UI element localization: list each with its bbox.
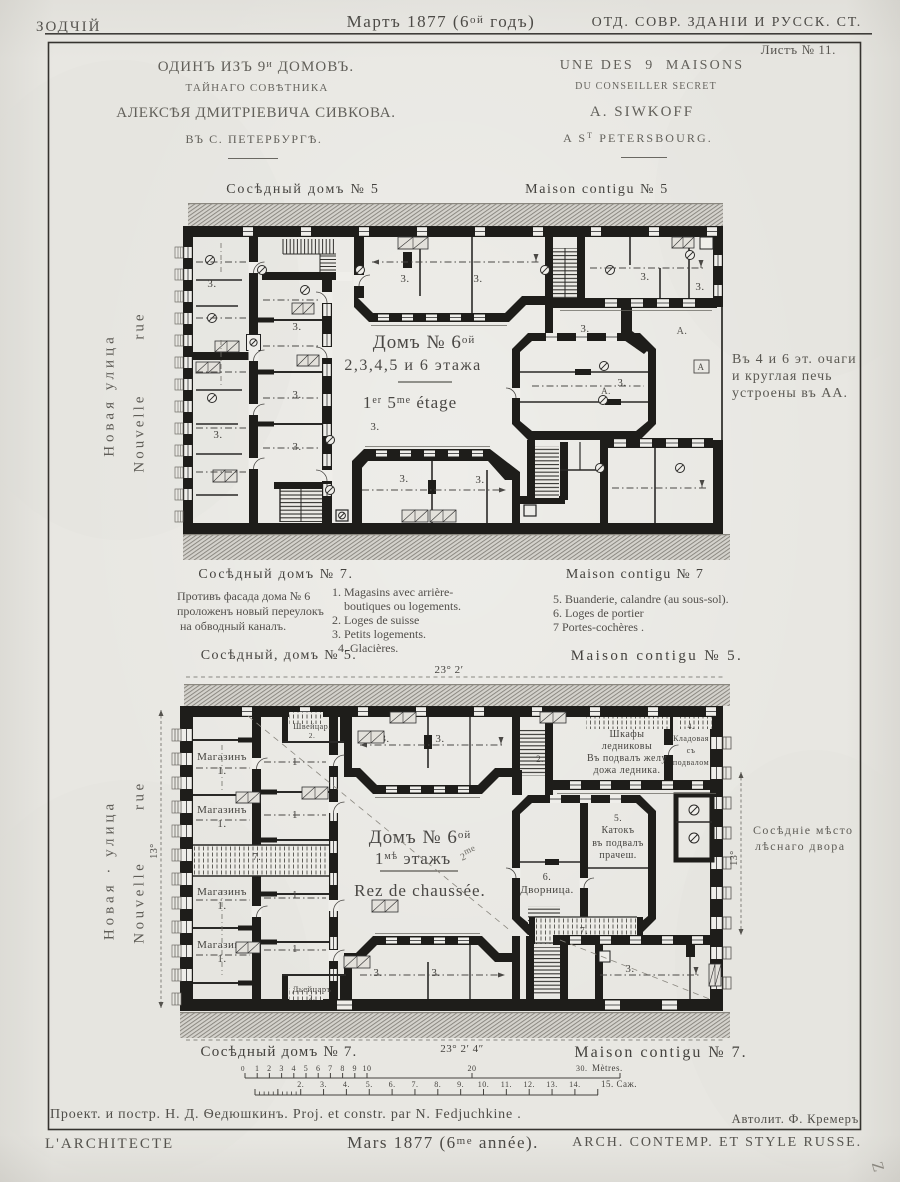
svg-text:Домъ № 6ой: Домъ № 6ой: [373, 332, 475, 353]
svg-text:7: 7: [328, 1064, 333, 1073]
svg-text:3.: 3.: [580, 323, 589, 335]
svg-text:7.: 7.: [580, 926, 589, 937]
svg-text:Магазинъ: Магазинъ: [197, 804, 247, 816]
svg-text:3.: 3.: [292, 321, 301, 333]
svg-text:1: 1: [292, 943, 298, 955]
svg-text:3.: 3.: [292, 389, 301, 401]
svg-text:8.: 8.: [434, 1080, 441, 1089]
svg-text:8: 8: [340, 1064, 345, 1073]
svg-text:1: 1: [292, 889, 298, 901]
svg-text:2.: 2.: [309, 993, 316, 1002]
svg-text:Rez de chaussée.: Rez de chaussée.: [354, 881, 486, 900]
svg-text:Швейцар.: Швейцар.: [293, 722, 330, 731]
svg-text:6.: 6.: [543, 872, 552, 883]
svg-text:подвалом: подвалом: [673, 758, 709, 767]
svg-text:Магазинъ: Магазинъ: [197, 939, 247, 951]
svg-text:3.: 3.: [207, 278, 216, 290]
svg-text:3.: 3.: [640, 271, 649, 283]
svg-text:2.: 2.: [536, 754, 544, 764]
svg-text:4.: 4.: [343, 1080, 350, 1089]
svg-text:4.: 4.: [688, 722, 695, 731]
svg-text:15. Саж.: 15. Саж.: [601, 1079, 637, 1089]
svg-text:5.: 5.: [366, 1080, 373, 1089]
svg-text:7.: 7.: [411, 1080, 418, 1089]
svg-text:3.: 3.: [695, 281, 704, 293]
svg-text:20: 20: [468, 1064, 477, 1073]
svg-text:1мѣ этажъ: 1мѣ этажъ: [375, 849, 451, 868]
svg-text:3.: 3.: [475, 474, 484, 486]
svg-text:3.: 3.: [380, 733, 389, 745]
svg-text:3: 3: [279, 1064, 284, 1073]
svg-text:2,3,4,5 и 6 этажа: 2,3,4,5 и 6 этажа: [344, 357, 481, 374]
svg-text:прачеш.: прачеш.: [599, 850, 637, 861]
svg-text:14.: 14.: [569, 1080, 581, 1089]
svg-text:13°: 13°: [149, 843, 160, 859]
svg-text:7.: 7.: [253, 852, 262, 863]
svg-text:2me: 2me: [457, 842, 479, 863]
svg-text:3.: 3.: [473, 273, 482, 285]
svg-text:10.: 10.: [478, 1080, 490, 1089]
svg-text:1.: 1.: [217, 818, 226, 830]
svg-text:дожа ледника.: дожа ледника.: [594, 765, 661, 776]
svg-text:13°: 13°: [729, 850, 740, 866]
svg-text:1: 1: [255, 1064, 260, 1073]
svg-text:10: 10: [363, 1064, 372, 1073]
svg-text:3.: 3.: [617, 377, 626, 389]
svg-text:1er 5me étage: 1er 5me étage: [363, 393, 457, 412]
svg-text:Дворница.: Дворница.: [520, 884, 573, 896]
svg-text:2.: 2.: [309, 731, 316, 740]
svg-text:3.: 3.: [431, 967, 440, 979]
svg-text:23° 2′: 23° 2′: [434, 664, 463, 676]
svg-text:A.: A.: [601, 386, 611, 396]
svg-text:23° 2′ 4″: 23° 2′ 4″: [440, 1043, 483, 1055]
svg-text:3.: 3.: [400, 273, 409, 285]
svg-text:12.: 12.: [523, 1080, 535, 1089]
svg-text:3.: 3.: [213, 429, 222, 441]
svg-text:9: 9: [353, 1064, 358, 1073]
svg-text:3.: 3.: [399, 473, 408, 485]
svg-text:Катокъ: Катокъ: [602, 825, 635, 836]
svg-text:Домъ № 6ой: Домъ № 6ой: [369, 827, 471, 848]
svg-text:3.: 3.: [435, 733, 444, 745]
svg-text:3.: 3.: [373, 967, 382, 979]
svg-text:13.: 13.: [546, 1080, 558, 1089]
svg-text:2: 2: [267, 1064, 272, 1073]
svg-text:4: 4: [292, 1064, 297, 1073]
svg-text:30.: 30.: [576, 1064, 588, 1073]
svg-text:0: 0: [241, 1065, 245, 1073]
svg-text:2.: 2.: [297, 1080, 304, 1089]
svg-text:ледниковы: ледниковы: [602, 741, 652, 752]
svg-text:Mètres.: Mètres.: [592, 1063, 623, 1073]
svg-text:6: 6: [316, 1064, 321, 1073]
svg-text:Дьейцаръ: Дьейцаръ: [293, 984, 332, 994]
svg-text:Шкафы: Шкафы: [610, 729, 645, 740]
svg-text:3.: 3.: [625, 963, 634, 975]
svg-text:A: A: [698, 362, 705, 372]
svg-text:5: 5: [304, 1064, 309, 1073]
svg-text:Кладовая: Кладовая: [673, 734, 709, 743]
svg-text:11.: 11.: [501, 1080, 512, 1089]
svg-text:3.: 3.: [292, 441, 301, 453]
svg-text:9.: 9.: [457, 1080, 464, 1089]
svg-text:Въ подвалъ желу: Въ подвалъ желу: [587, 753, 667, 764]
svg-text:A.: A.: [677, 326, 688, 337]
svg-text:5.: 5.: [614, 814, 622, 824]
svg-text:въ подвалъ: въ подвалъ: [592, 838, 644, 849]
svg-text:6.: 6.: [389, 1080, 396, 1089]
svg-text:3.: 3.: [320, 1080, 327, 1089]
svg-text:3.: 3.: [370, 421, 379, 433]
svg-text:съ: съ: [687, 746, 696, 755]
